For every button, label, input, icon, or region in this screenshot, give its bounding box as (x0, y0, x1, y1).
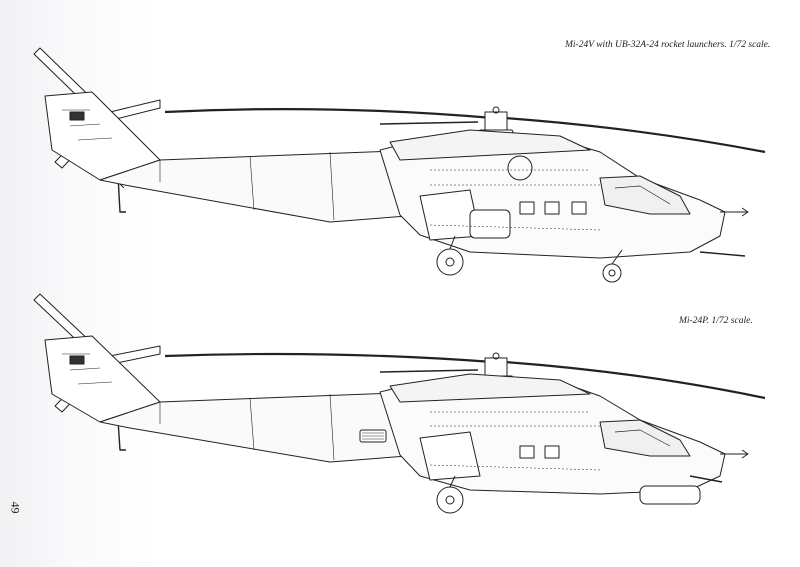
stub-wing (419, 431, 481, 481)
mi24p-side-view-drawing (33, 293, 766, 514)
rotor-blade-rear (379, 121, 479, 125)
cockpit-canopy (599, 419, 691, 457)
main-rotor-blade (504, 116, 766, 154)
rotor-blade-rear (379, 369, 479, 373)
cabin-window (571, 201, 587, 215)
main-rotor-blade (164, 107, 494, 120)
caption-mi24p: Mi-24P. 1/72 scale. (679, 316, 753, 326)
main-rotor-blade (164, 352, 494, 364)
caption-mi24v: Mi-24V with UB-32A-24 rocket launchers. … (565, 40, 771, 50)
cockpit-canopy (599, 175, 691, 215)
main-landing-gear (436, 235, 464, 276)
tail-skid (117, 175, 126, 213)
main-landing-gear (436, 475, 464, 514)
tail-skid (117, 419, 126, 451)
engine-housing (389, 373, 591, 403)
main-rotor-blade (504, 360, 766, 400)
nose-gun (699, 251, 746, 257)
mi24v-side-view-drawing (33, 47, 766, 283)
rocket-pod (469, 209, 511, 239)
cannon-pod (639, 485, 701, 505)
cabin-window (544, 201, 560, 215)
nose-landing-gear (602, 249, 623, 283)
cabin-window (544, 445, 560, 459)
engine-housing (389, 129, 591, 161)
cabin-window (519, 445, 535, 459)
cabin-window (519, 201, 535, 215)
side-cannon (689, 475, 723, 483)
